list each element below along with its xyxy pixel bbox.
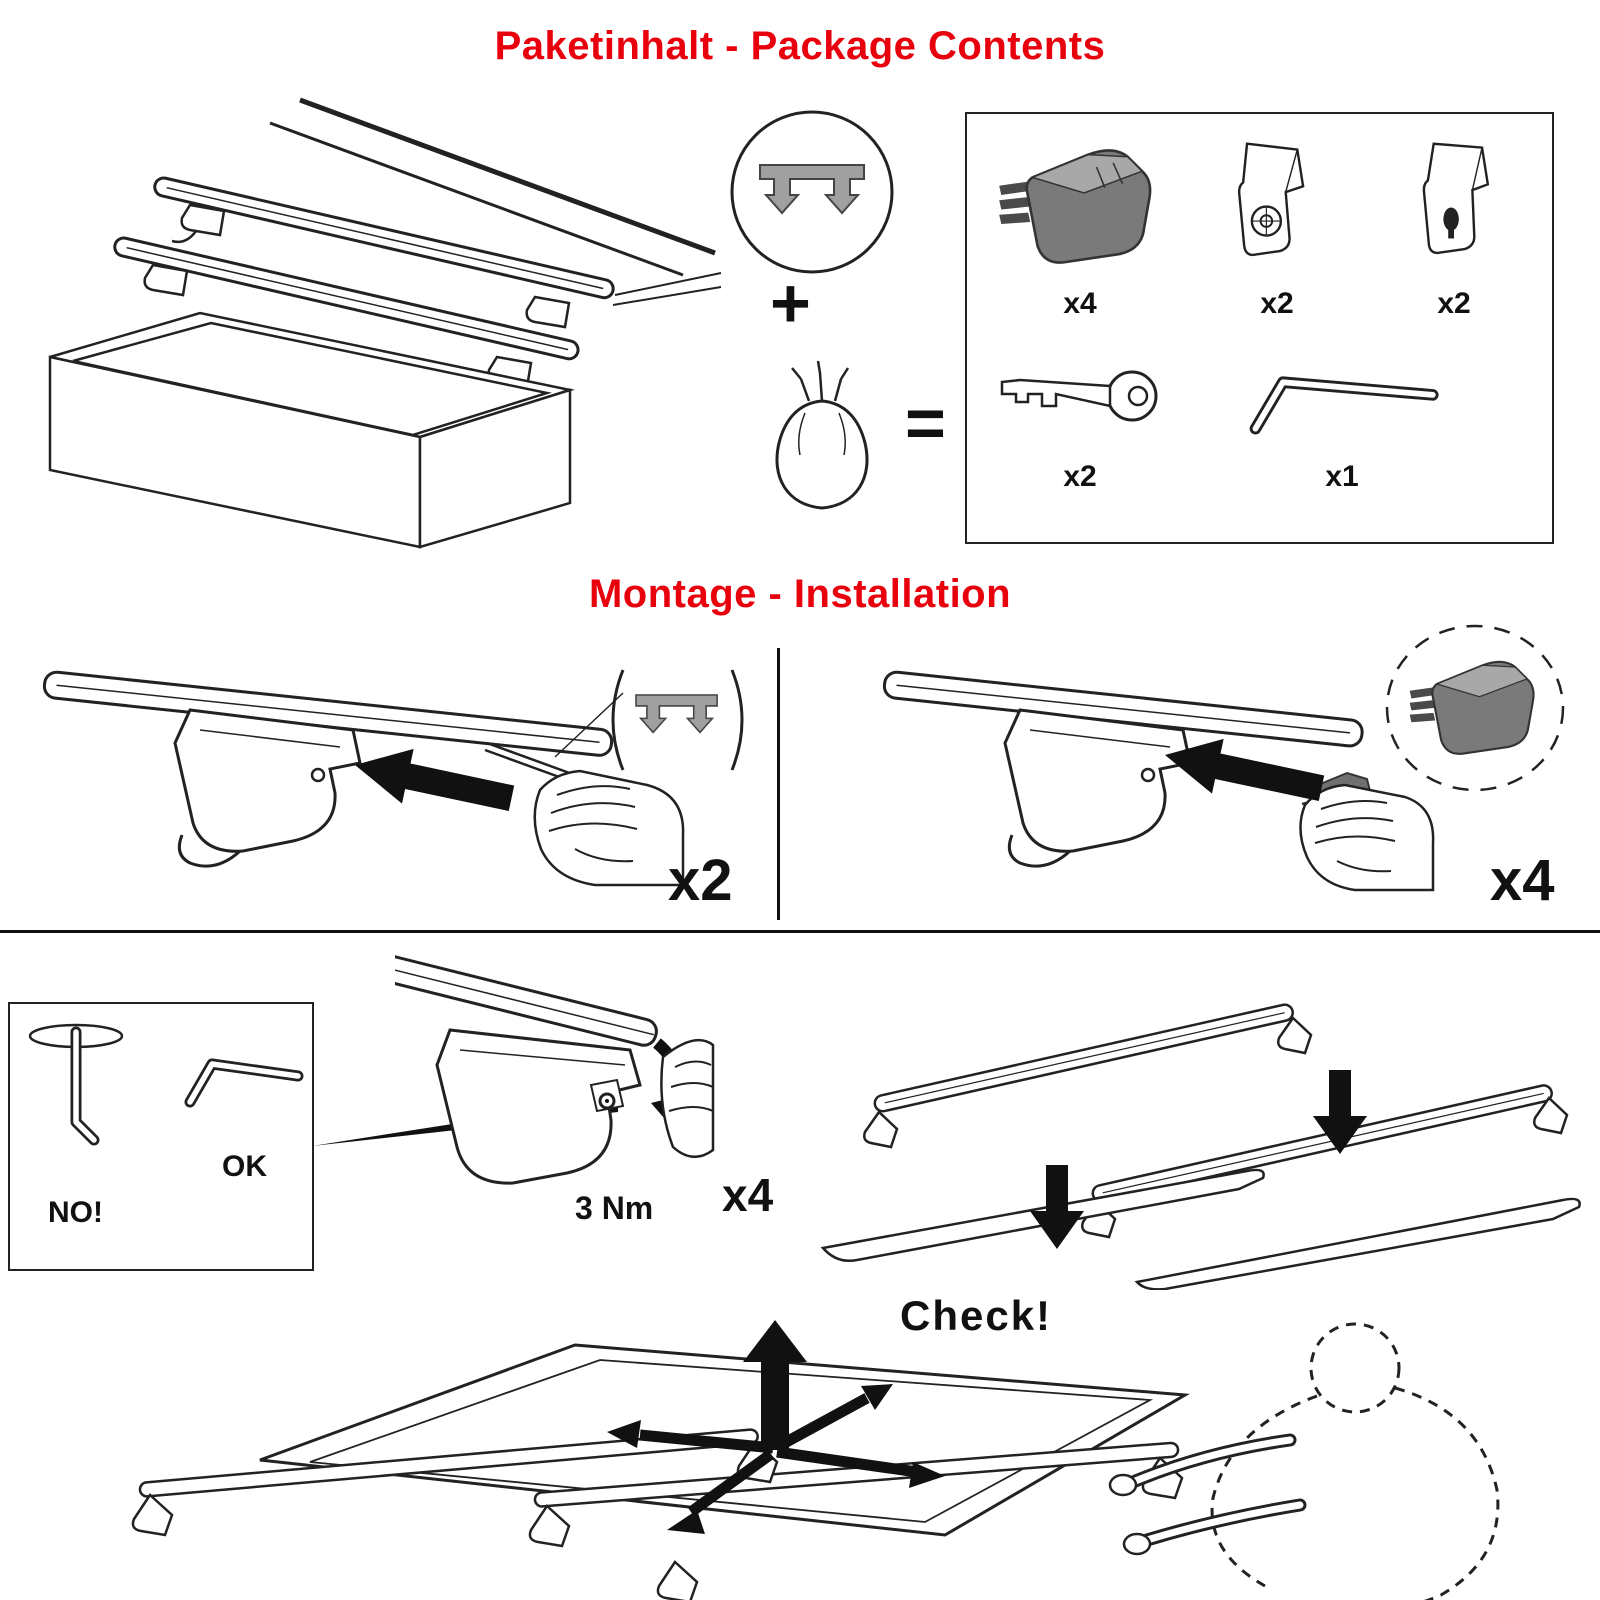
- roof-frame-icon: [259, 1343, 1190, 1537]
- hand-icon: [533, 769, 685, 887]
- hex-wrench-icon: [1249, 376, 1439, 435]
- check-arrows-icon: [607, 1320, 945, 1534]
- part-qty: x2: [1063, 460, 1097, 493]
- no-ok-illustration: [28, 1023, 304, 1146]
- down-arrow: [1030, 1165, 1084, 1249]
- leader-line: [612, 286, 722, 306]
- package-contents-title: Paketinhalt - Package Contents: [494, 24, 1106, 68]
- step2-quantity: x4: [1490, 848, 1555, 913]
- crossbar-icon: [873, 1003, 1294, 1113]
- part-qty: x4: [1063, 287, 1097, 320]
- bar-feet-icons: [863, 1016, 1569, 1239]
- step-divider: [777, 648, 780, 920]
- part-key: x2: [985, 354, 1175, 494]
- step1-quantity: x2: [668, 848, 733, 913]
- rubber-strip-line: [269, 121, 684, 277]
- equals-sign: =: [905, 384, 946, 462]
- roof-bar-endcap-icon: [999, 149, 1152, 264]
- torque-value: 3 Nm: [575, 1190, 654, 1226]
- hand-icon: [660, 1038, 715, 1158]
- t-profile-strip-icon: [730, 110, 894, 274]
- insert-direction-arrow: [1165, 738, 1325, 801]
- endcap-callout-icon: [1385, 624, 1565, 792]
- part-hex-wrench: x1: [1217, 359, 1467, 494]
- install-step2-illustration: [882, 670, 1435, 892]
- torque-foot-closeup: [395, 951, 715, 1185]
- insert-direction-arrow: [355, 748, 515, 811]
- bar-foot-icon: [173, 708, 362, 868]
- crossbar-icon: [395, 951, 658, 1047]
- part-qty: x1: [1325, 460, 1359, 493]
- check-illustration: [131, 1320, 1500, 1600]
- part-qty: x2: [1260, 287, 1294, 320]
- part-endcap: x4: [985, 136, 1175, 321]
- torque-quantity: x4: [722, 1169, 774, 1221]
- section-divider: [0, 930, 1600, 933]
- part-lock-cover: x2: [1379, 136, 1529, 321]
- package-overview-illustration: [48, 97, 722, 549]
- t-profile-strip-callout-icon: [611, 669, 744, 771]
- hand-icon: [1299, 783, 1435, 892]
- down-arrow: [1313, 1070, 1367, 1154]
- crossbar-icon: [1091, 1084, 1553, 1203]
- check-label: Check!: [900, 1292, 1053, 1339]
- part-qty: x2: [1437, 287, 1471, 320]
- lock-cover-icon: [1422, 142, 1490, 255]
- leader-line: [554, 692, 624, 758]
- parts-list-box: x4 x2 x2: [965, 112, 1554, 544]
- crossbar-icon: [113, 236, 580, 361]
- roof-rail-icons: [820, 1168, 1581, 1290]
- key-icon: [1000, 370, 1158, 422]
- crossbar-icon: [138, 1428, 1180, 1508]
- bars-onto-rails-illustration: [820, 1003, 1581, 1290]
- parts-bag-icon: [775, 360, 869, 510]
- arms-icon: [1108, 1433, 1307, 1556]
- bar-foot-icon: [435, 1028, 642, 1185]
- part-lock-clamp: x2: [1202, 136, 1352, 321]
- crossbar-icon: [153, 176, 615, 300]
- lock-clamp-icon: [1237, 142, 1305, 257]
- install-step1-illustration: [42, 670, 685, 887]
- package-box-icon: [48, 311, 575, 549]
- person-silhouette-icon: [1210, 1322, 1500, 1600]
- leader-line: [614, 272, 722, 296]
- ok-label: OK: [222, 1150, 267, 1183]
- no-label: NO!: [48, 1196, 103, 1229]
- installation-title: Montage - Installation: [588, 572, 1012, 616]
- bar-foot-icon: [1003, 708, 1192, 868]
- plus-sign: +: [770, 264, 811, 342]
- rubber-strip-line: [299, 97, 716, 256]
